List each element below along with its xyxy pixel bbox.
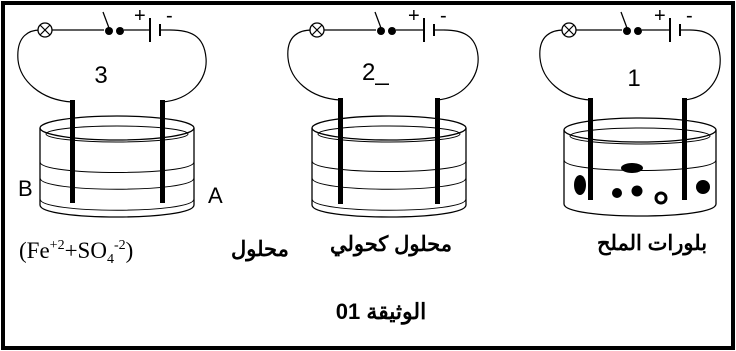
wire-left bbox=[287, 29, 341, 152]
beaker bbox=[39, 115, 195, 218]
beaker bbox=[311, 115, 467, 218]
wire-left bbox=[539, 29, 591, 152]
electrode-a bbox=[160, 100, 165, 203]
wire-right bbox=[161, 29, 207, 152]
formula-label: (Fe+2+SO4-2) bbox=[19, 238, 133, 267]
battery-plus: + bbox=[134, 5, 146, 27]
wire-right bbox=[683, 29, 721, 152]
battery-minus: - bbox=[166, 5, 173, 27]
setup-1: + - 1 بلورات الملح bbox=[539, 5, 721, 256]
electrode-right bbox=[435, 98, 440, 204]
beaker bbox=[563, 117, 717, 217]
setup-number: 2_ bbox=[362, 59, 389, 86]
switch-icon bbox=[102, 11, 124, 35]
lamp-icon bbox=[37, 22, 53, 38]
switch-icon bbox=[620, 11, 642, 35]
switch-icon bbox=[374, 11, 396, 35]
battery-plus: + bbox=[654, 5, 666, 27]
battery-icon bbox=[666, 18, 690, 42]
content-label: محلول كحولي bbox=[330, 233, 452, 257]
content-label: محلول bbox=[231, 238, 289, 262]
battery-icon bbox=[146, 18, 170, 42]
battery-minus: - bbox=[686, 5, 693, 27]
battery-icon bbox=[420, 18, 444, 42]
electrode-label-a: A bbox=[208, 183, 223, 208]
salt-crystals bbox=[574, 163, 710, 205]
lamp-icon bbox=[561, 22, 577, 38]
battery-plus: + bbox=[408, 5, 420, 27]
content-label: بلورات الملح bbox=[597, 232, 707, 256]
electrode-label-b: B bbox=[18, 176, 33, 201]
setup-2: + - 2_ محلول كحولي bbox=[287, 5, 479, 257]
battery-minus: - bbox=[440, 5, 447, 27]
lamp-icon bbox=[309, 22, 325, 38]
wire-right bbox=[436, 29, 479, 152]
setup-3: + - 3 B A (Fe+2+SO4-2) محلول bbox=[17, 5, 289, 267]
setup-number: 1 bbox=[627, 65, 640, 92]
wire-left bbox=[17, 29, 73, 152]
electrode-b bbox=[70, 100, 75, 203]
document-label: الوثيقة 01 bbox=[336, 299, 426, 325]
setup-number: 3 bbox=[94, 62, 107, 89]
electrode-left bbox=[588, 98, 593, 200]
electrode-right bbox=[682, 98, 687, 200]
electrode-left bbox=[338, 98, 343, 204]
